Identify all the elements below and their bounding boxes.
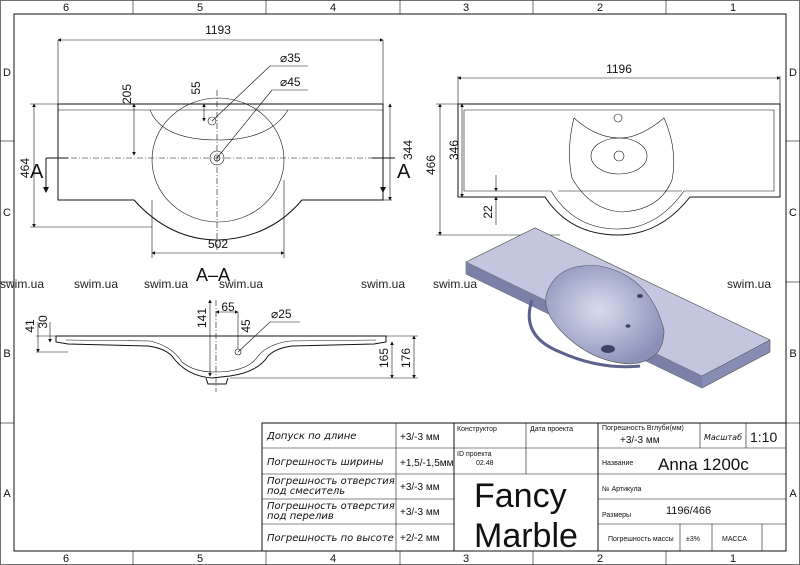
project-id-label: ID проекта xyxy=(457,451,492,458)
scale-value: 1:10 xyxy=(750,429,777,445)
right-view: 1196 466 346 22 xyxy=(424,62,781,236)
mass-word: МАССА xyxy=(722,536,747,543)
name-label: Название xyxy=(602,460,633,467)
depth-tol-value: +3/-3 мм xyxy=(620,435,660,446)
dim-section-141: 141 xyxy=(195,308,209,328)
watermark-text: swim.ua xyxy=(361,277,405,291)
dim-top-464: 464 xyxy=(18,158,32,178)
project-id-value: 02.48 xyxy=(476,460,494,467)
col-label: 6 xyxy=(63,2,69,14)
dim-right-width: 1196 xyxy=(606,62,632,76)
dim-right-22: 22 xyxy=(481,205,495,219)
tol-value-length: +3/-3 мм xyxy=(400,432,440,443)
col-label: 3 xyxy=(463,553,469,565)
dim-top-55: 55 xyxy=(189,81,203,95)
col-label: 2 xyxy=(597,553,603,565)
col-label: 3 xyxy=(463,2,469,14)
watermark-text: swim.ua xyxy=(0,277,44,291)
watermark-text: swim.ua xyxy=(727,277,771,291)
tol-label-length: Допуск по длине xyxy=(266,431,356,442)
row-label: C xyxy=(3,207,11,219)
article-label: № Артикула xyxy=(602,486,642,493)
col-label: 4 xyxy=(330,553,336,565)
mass-label: Погрешность массы xyxy=(608,536,674,543)
watermark-text: swim.ua xyxy=(144,277,188,291)
col-label: 6 xyxy=(63,553,69,565)
scale-label: Масштаб xyxy=(704,433,742,442)
brand-marble: Marble xyxy=(474,517,578,555)
dim-top-344: 344 xyxy=(401,140,415,160)
dim-section-65: 65 xyxy=(221,300,235,314)
top-view: 1193 205 55 ⌀35 ⌀45 464 344 502 A A xyxy=(18,23,415,258)
dim-top-width: 1193 xyxy=(205,23,231,37)
col-label: 5 xyxy=(197,2,203,14)
tol-value-height: +2/-2 мм xyxy=(400,533,440,544)
dim-top-502: 502 xyxy=(208,237,228,251)
dim-right-466: 466 xyxy=(424,155,438,175)
section-mark-right: A xyxy=(397,161,411,183)
section-view: A–A 141 65 45 ⌀25 41 30 165 176 xyxy=(23,265,418,392)
mass-value: ±3% xyxy=(686,536,700,543)
row-label: D xyxy=(3,67,11,79)
dim-section-165: 165 xyxy=(377,348,391,368)
dim-hole-45: ⌀45 xyxy=(280,75,301,89)
row-label: A xyxy=(789,488,797,500)
section-title: A–A xyxy=(196,265,230,285)
tol-value-tap-hole: +3/-3 мм xyxy=(400,482,440,493)
watermark-text: swim.ua xyxy=(74,277,118,291)
dim-section-30: 30 xyxy=(36,315,50,329)
dim-section-hole: ⌀25 xyxy=(271,307,292,321)
dim-top-205: 205 xyxy=(120,84,134,104)
dim-hole-35: ⌀35 xyxy=(280,51,301,65)
tol-label-height: Погрешность по высоте xyxy=(267,533,394,544)
dim-right-346: 346 xyxy=(447,140,461,160)
col-label: 2 xyxy=(597,2,603,14)
col-label: 1 xyxy=(730,553,736,565)
designer-label: Конструктор xyxy=(457,426,497,433)
dim-section-45: 45 xyxy=(239,319,253,333)
watermark-row: swim.ua swim.ua swim.ua swim.ua swim.ua … xyxy=(0,277,771,291)
row-label: C xyxy=(789,207,797,219)
row-label: B xyxy=(3,348,10,360)
section-mark-left: A xyxy=(30,161,44,183)
size-label: Размеры xyxy=(602,512,631,519)
row-label: A xyxy=(3,488,11,500)
name-value: Anna 1200c xyxy=(658,455,749,474)
tol-value-width: +1,5/-1,5мм xyxy=(400,458,454,469)
col-label: 1 xyxy=(730,2,736,14)
tol-label-width: Погрешность ширины xyxy=(267,457,384,468)
title-block: Допуск по длине +3/-3 мм Погрешность шир… xyxy=(261,422,787,555)
col-label: 5 xyxy=(197,553,203,565)
brand-fancy: Fancy xyxy=(474,477,567,515)
date-label: Дата проекта xyxy=(530,426,573,433)
grid-column-labels: 6 5 4 3 2 1 6 5 4 3 2 1 xyxy=(63,2,736,565)
watermark-text: swim.ua xyxy=(219,277,263,291)
tol-value-overflow: +3/-3 мм xyxy=(400,507,440,518)
row-label: B xyxy=(789,348,796,360)
row-label: D xyxy=(789,67,797,79)
grid-row-labels: D C B A D C B A xyxy=(3,67,797,500)
size-value: 1196/466 xyxy=(666,505,711,517)
depth-tol-label: Погрешность Вглуби(мм) xyxy=(602,424,684,432)
isometric-view xyxy=(465,227,771,389)
col-label: 4 xyxy=(330,2,336,14)
dim-section-41: 41 xyxy=(23,319,37,333)
dim-section-176: 176 xyxy=(399,348,413,368)
watermark-text: swim.ua xyxy=(433,277,477,291)
